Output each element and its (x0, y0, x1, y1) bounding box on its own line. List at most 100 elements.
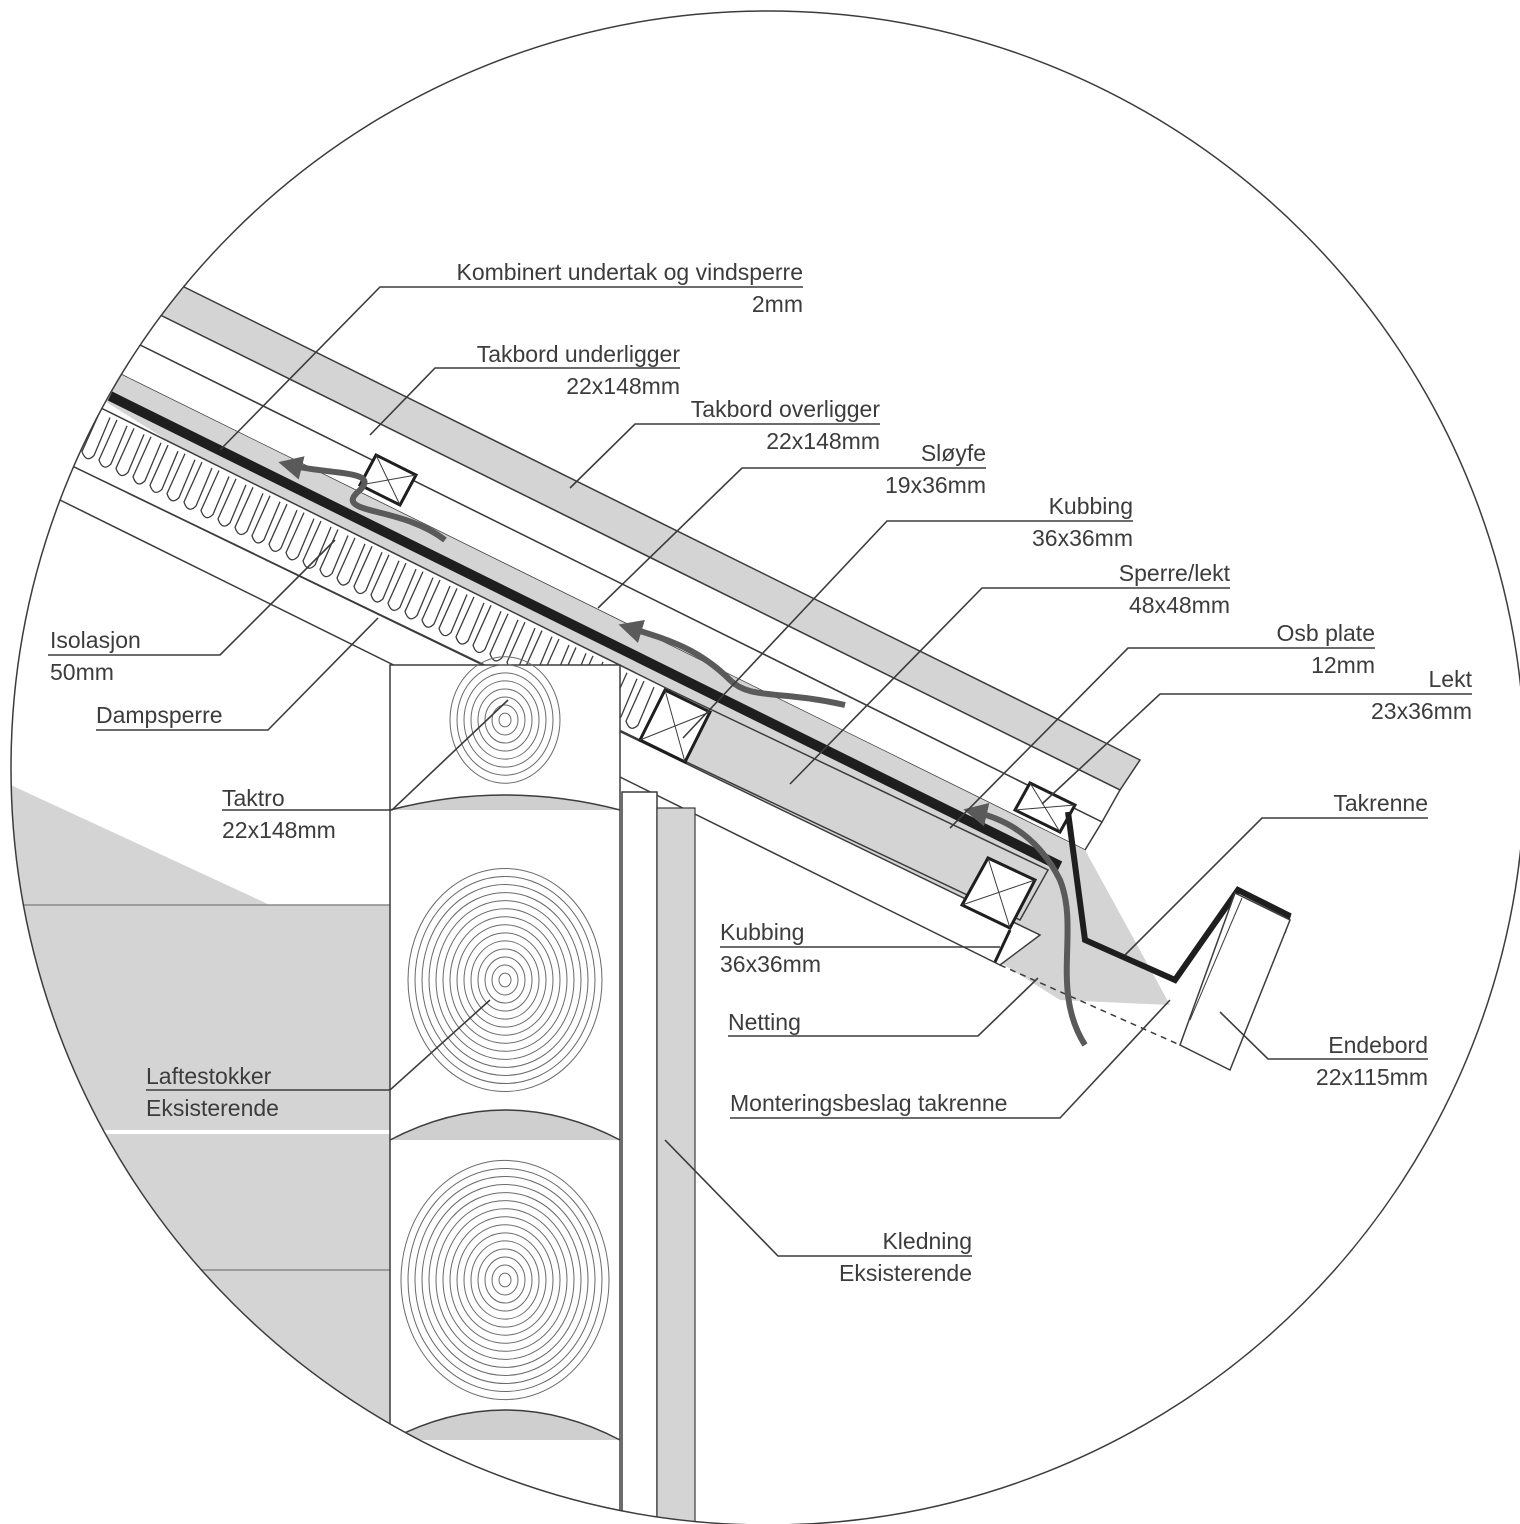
label-sperre-name: Sperre/lekt (1118, 560, 1230, 586)
log-growth-ring (435, 900, 575, 1060)
label-endebord-name: Endebord (1328, 1032, 1428, 1058)
label-lekt-dim: 23x36mm (1371, 698, 1472, 724)
label-isolasjon-dim: 50mm (50, 659, 114, 685)
label-takrenne-name: Takrenne (1333, 790, 1428, 816)
log-growth-ring (449, 916, 561, 1044)
label-overligger-dim: 22x148mm (766, 428, 880, 454)
label-sperre-dim: 48x48mm (1129, 592, 1230, 618)
kubbing-block-2 (959, 856, 1038, 930)
insulation-fibre (387, 562, 417, 611)
insulation-fibre (98, 419, 128, 468)
label-takrenne: Takrenne (1262, 787, 1428, 819)
label-sloyfe: Sløyfe 19x36mm (742, 437, 986, 501)
log-growth-ring (477, 1248, 533, 1312)
log-growth-ring (470, 940, 540, 1020)
label-laftestokker: Laftestokker Eksisterende (146, 1060, 386, 1124)
label-taktro-name: Taktro (222, 785, 285, 811)
log-growth-ring (463, 1232, 547, 1328)
log-growth-ring (428, 1192, 582, 1368)
insulation-fibre (285, 512, 315, 561)
insulation-fibre (234, 487, 264, 536)
insulation-fibre (217, 478, 247, 527)
log-growth-ring (421, 884, 589, 1076)
log-growth-ring (498, 1272, 512, 1288)
label-underligger-name: Takbord underligger (476, 341, 680, 367)
endebord-board (1179, 891, 1291, 1072)
label-kubbing-2-name: Kubbing (720, 919, 805, 945)
lekt-block (1012, 781, 1078, 834)
label-overligger-name: Takbord overligger (690, 396, 880, 422)
insulation-fibre (353, 546, 383, 595)
log-growth-ring (400, 1159, 610, 1401)
label-kledning-dim: Eksisterende (839, 1260, 972, 1286)
label-kombinert-name: Kombinert undertak og vindsperre (456, 259, 803, 285)
label-kubbing-2: Kubbing 36x36mm (720, 916, 920, 980)
kledning-gray (656, 807, 696, 1524)
label-dampsperre-name: Dampsperre (96, 702, 223, 728)
log-growth-ring (484, 696, 526, 744)
label-isolasjon-name: Isolasjon (50, 627, 141, 653)
insulation-fibre (336, 537, 366, 586)
log-growth-ring (491, 704, 519, 736)
kledning-board (621, 791, 658, 1524)
log-growth-ring (414, 1176, 596, 1384)
log-growth-ring (442, 908, 568, 1052)
label-kubbing-1-name: Kubbing (1048, 493, 1133, 519)
log-growth-ring (484, 1256, 526, 1304)
log-growth-ring (428, 892, 582, 1068)
insulation-fibre (319, 529, 349, 578)
log-growth-ring (421, 1184, 589, 1376)
insulation-fibre (115, 428, 145, 477)
label-sperre: Sperre/lekt 48x48mm (982, 557, 1230, 621)
log-growth-ring (463, 672, 547, 768)
wall-panel-lower (11, 1134, 390, 1524)
log-growth-ring (442, 1208, 568, 1352)
sloyfe-block (357, 453, 419, 507)
log-growth-ring (491, 964, 519, 996)
insulation-fibre (370, 554, 400, 603)
log-growth-ring (407, 867, 603, 1093)
log-growth-ring (449, 1216, 561, 1344)
insulation-fibre (268, 503, 298, 553)
label-laftestokker-dim: Eksisterende (146, 1095, 279, 1121)
label-isolasjon: Isolasjon 50mm (50, 624, 250, 688)
label-endebord: Endebord 22x115mm (1268, 1029, 1428, 1093)
label-kubbing-1: Kubbing 36x36mm (887, 490, 1133, 554)
membrane-line (107, 391, 1063, 871)
label-osb-dim: 12mm (1311, 652, 1375, 678)
insulation-fibre (472, 605, 502, 654)
label-taktro: Taktro 22x148mm (222, 782, 422, 846)
insulation-fibre (81, 411, 111, 460)
log-growth-ring (498, 712, 512, 728)
label-kledning-name: Kledning (882, 1228, 972, 1254)
insulation-fibre (183, 461, 213, 510)
insulation-fibre (455, 596, 485, 645)
log-growth-ring (491, 1264, 519, 1296)
label-dampsperre: Dampsperre (96, 699, 296, 731)
kubbing-block-1 (637, 687, 713, 765)
log-growth-ring (498, 972, 512, 988)
log-growth-ring (456, 924, 554, 1036)
airflow-arrow-3 (963, 802, 1088, 1047)
log-growth-ring (456, 1224, 554, 1336)
log-growth-ring (456, 664, 554, 776)
airflow-arrow-1 (278, 456, 447, 543)
label-kubbing-1-dim: 36x36mm (1032, 525, 1133, 551)
log-growth-ring (449, 656, 561, 784)
insulation-fibre (200, 470, 230, 519)
insulation-fibre (149, 444, 179, 494)
detail-circle (10, 10, 1520, 1524)
log-growth-ring (435, 1200, 575, 1360)
label-underligger: Takbord underligger 22x148mm (435, 338, 680, 402)
label-endebord-dim: 22x115mm (1315, 1064, 1428, 1090)
insulation-fibre (404, 571, 434, 620)
log-growth-ring (470, 680, 540, 760)
label-kubbing-2-dim: 36x36mm (720, 951, 821, 977)
insulation-fibre (132, 436, 162, 485)
log-growth-ring (470, 1240, 540, 1320)
label-lekt-name: Lekt (1428, 666, 1472, 692)
label-beslag: Monteringsbeslag takrenne (730, 1087, 1060, 1119)
label-underligger-dim: 22x148mm (566, 373, 680, 399)
label-osb-name: Osb plate (1276, 620, 1375, 646)
